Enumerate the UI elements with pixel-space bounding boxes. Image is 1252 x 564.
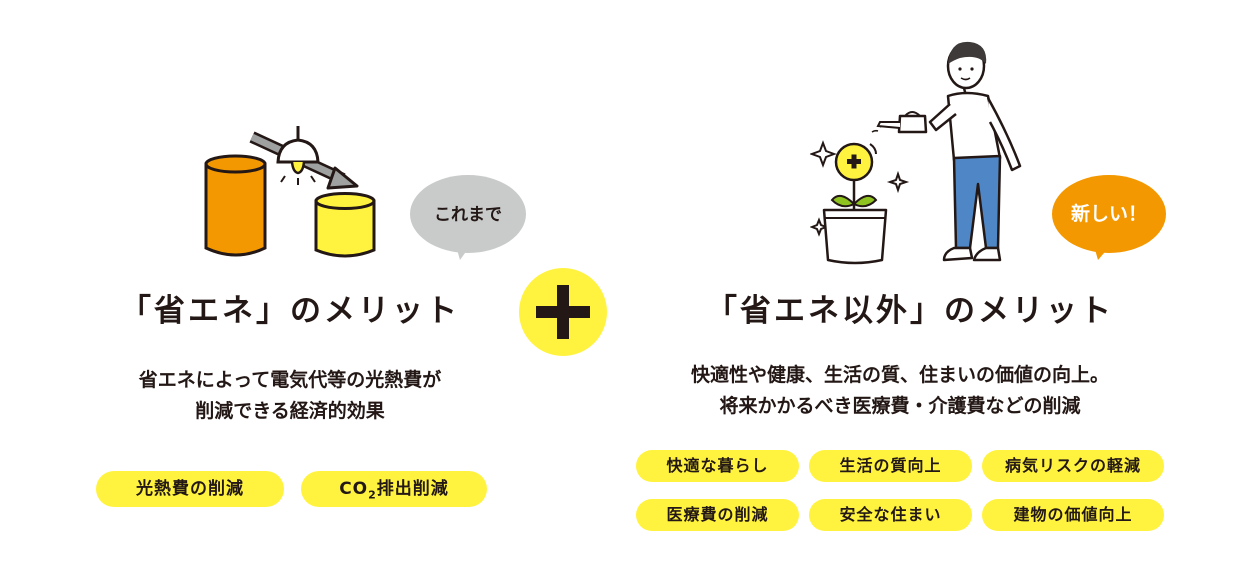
co2-suffix: 排出削減 — [376, 479, 449, 499]
energy-saving-illustration — [204, 126, 376, 258]
tag-disease-risk: 病気リスクの軽減 — [982, 450, 1164, 482]
sparkle-icon — [810, 140, 910, 237]
right-description-line-1: 快適性や健康、生活の質、住まいの価値の向上。 — [690, 364, 1109, 386]
bubble-label: これまで — [434, 205, 502, 225]
right-description: 快適性や健康、生活の質、住まいの価値の向上。 将来かかるべき医療費・介護費などの… — [620, 360, 1180, 422]
left-heading: 「省エネ」のメリット — [120, 293, 460, 329]
left-description-line-2: 削減できる経済的効果 — [195, 400, 385, 422]
right-description-line-2: 将来かかるべき医療費・介護費などの削減 — [719, 395, 1081, 417]
speech-bubble-gray: これまで — [408, 172, 528, 262]
plus-icon — [536, 285, 590, 339]
tag-quality-of-life: 生活の質向上 — [809, 450, 972, 482]
flower-and-person-illustration — [810, 41, 1022, 265]
bubble-shape — [1052, 175, 1166, 260]
watering-can-icon — [876, 111, 928, 134]
co2-subscript: 2 — [368, 488, 377, 502]
tag-safe-home: 安全な住まい — [809, 499, 972, 531]
yellow-cylinder — [314, 192, 376, 258]
plus-circle — [519, 268, 607, 356]
light-bulb-icon — [276, 126, 320, 185]
tag-building-value: 建物の価値向上 — [982, 499, 1164, 531]
person-illustration — [928, 41, 1022, 262]
tag-medical-cost: 医療費の削減 — [636, 499, 799, 531]
right-heading: 「省エネ以外」のメリット — [706, 293, 1114, 329]
co2-text: CO — [339, 479, 369, 499]
left-description: 省エネによって電気代等の光熱費が 削減できる経済的効果 — [60, 365, 520, 427]
bubble-label: 新しい！ — [1070, 203, 1147, 225]
left-description-line-1: 省エネによって電気代等の光熱費が — [138, 369, 442, 391]
tag-utility-cost-reduction: 光熱費の削減 — [96, 471, 284, 507]
speech-bubble-orange: 新しい！ — [1050, 172, 1168, 262]
tag-comfortable-living: 快適な暮らし — [636, 450, 799, 482]
orange-cylinder — [204, 154, 267, 257]
flower-icon — [830, 142, 878, 210]
bubble-shape — [410, 175, 526, 260]
tag-co2-reduction: CO2排出削減 — [301, 471, 487, 507]
flower-pot — [822, 208, 888, 265]
